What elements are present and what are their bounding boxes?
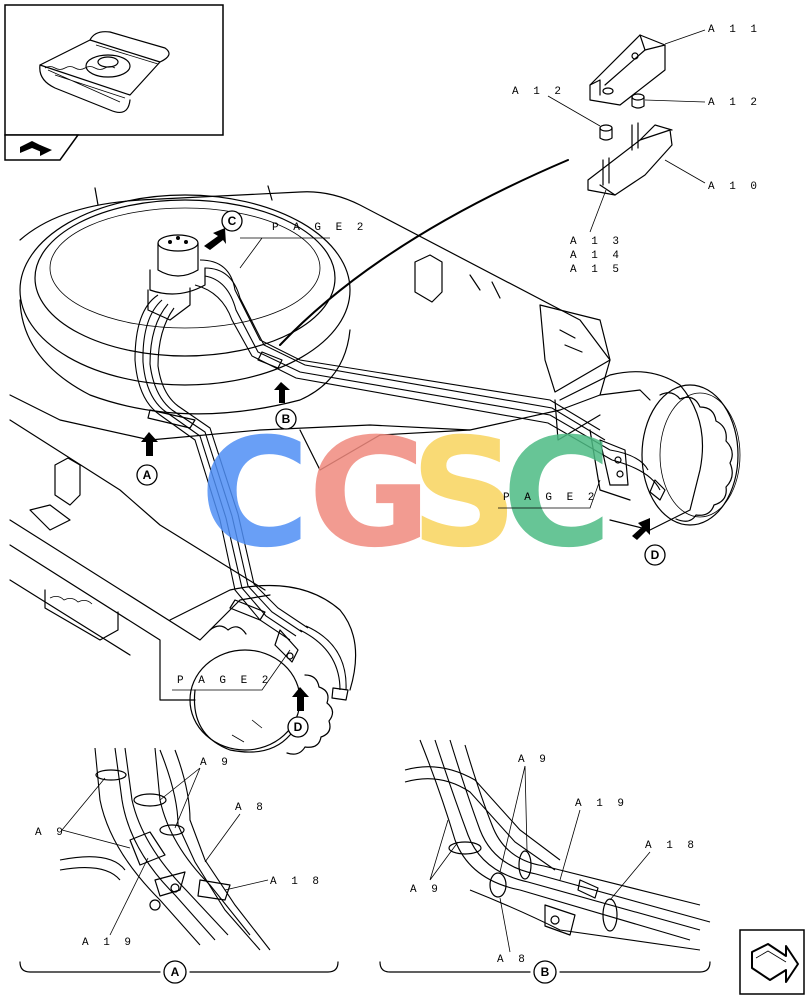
hose-tie-a8 (489, 872, 507, 898)
callout-a10[interactable]: A 1 0 (664, 159, 761, 193)
page-ref-right[interactable]: P A G E 2 (498, 479, 601, 509)
callout-a13-a15[interactable]: A 1 3 A 1 4 A 1 5 (570, 189, 623, 276)
watermark-letter-g: G (308, 407, 431, 581)
watermark-letter-s: S (410, 407, 518, 581)
hose-tie-a19 (129, 831, 166, 866)
detail-bracket-a[interactable]: A (19, 960, 339, 984)
clamp-bracket (544, 904, 576, 936)
svg-text:A 8: A 8 (235, 802, 267, 814)
svg-text:A 1 2: A 1 2 (512, 86, 565, 98)
cgsc-watermark: C G S C (200, 407, 612, 581)
hose-tie-a18 (197, 879, 231, 901)
svg-text:A: A (143, 468, 152, 482)
detail-bracket-b[interactable]: B (379, 960, 711, 984)
hose-tie-a9 (133, 793, 167, 807)
overview-thumbnail[interactable] (4, 4, 224, 161)
svg-text:A 1 9: A 1 9 (575, 798, 628, 810)
svg-text:A 1 0: A 1 0 (708, 181, 761, 193)
hose-tie-a9 (95, 769, 127, 781)
callout-a12-left[interactable]: A 1 2 (512, 86, 601, 127)
hose-tie-a9 (159, 824, 185, 836)
svg-text:P A G E 2: P A G E 2 (503, 492, 598, 504)
watermark-letter-c2: C (502, 407, 612, 581)
svg-text:P A G E 2: P A G E 2 (272, 222, 367, 234)
svg-text:A 9: A 9 (518, 754, 550, 766)
guard-exploded-view (587, 34, 673, 196)
svg-text:A 8: A 8 (497, 954, 529, 966)
hose-clamp (257, 351, 283, 369)
view-marker-d-right[interactable]: D (632, 518, 666, 566)
svg-text:B: B (541, 965, 550, 979)
turntable-ring (19, 194, 351, 386)
hose-tie-a9 (518, 850, 532, 880)
hose-tie-a9 (448, 841, 482, 855)
detail-view-b (404, 739, 711, 951)
svg-text:D: D (294, 720, 303, 734)
part-a12-spacer-right (631, 93, 645, 109)
part-a12-spacer-left (599, 124, 613, 141)
svg-text:A 9: A 9 (200, 757, 232, 769)
view-marker-c[interactable]: C (204, 210, 243, 250)
svg-text:A 1 1: A 1 1 (708, 24, 761, 36)
callout-a11[interactable]: A 1 1 (664, 24, 761, 45)
hose-clamp (147, 409, 196, 429)
view-marker-a[interactable]: A (136, 432, 158, 486)
svg-text:B: B (282, 412, 291, 426)
callout-a12-right[interactable]: A 1 2 (644, 97, 761, 109)
view-marker-b[interactable]: B (274, 382, 297, 430)
callout-detail-a[interactable]: A 9 A 9 A 8 A 1 8 A 1 9 (35, 757, 323, 949)
svg-text:P A G E 2: P A G E 2 (177, 675, 272, 687)
hose-bundle-right (194, 259, 666, 501)
svg-text:A 1 8: A 1 8 (270, 876, 323, 888)
hose-tie-a18 (602, 898, 618, 932)
svg-text:A 1 5: A 1 5 (570, 264, 623, 276)
svg-text:A 1 4: A 1 4 (570, 250, 623, 262)
svg-text:A 1 8: A 1 8 (645, 840, 698, 852)
svg-text:A 9: A 9 (35, 827, 67, 839)
page-ref-left[interactable]: P A G E 2 (172, 649, 291, 691)
clamp-bracket (154, 871, 186, 897)
next-page-arrow-icon (751, 943, 799, 983)
part-a11-bracket (589, 34, 666, 106)
watermark-letter-c1: C (200, 407, 310, 581)
svg-text:C: C (228, 214, 237, 228)
page-ref-top[interactable]: P A G E 2 (239, 222, 367, 269)
svg-text:A 1 3: A 1 3 (570, 236, 623, 248)
view-marker-d-left[interactable]: D (287, 687, 309, 738)
svg-text:D: D (651, 548, 660, 562)
next-page-button[interactable] (739, 929, 805, 995)
undercarriage-assembly (9, 159, 741, 755)
swivel-joint (147, 234, 206, 321)
callout-detail-b[interactable]: A 9 A 9 A 1 9 A 1 8 A 8 (410, 754, 698, 966)
hose-clamp (229, 599, 266, 621)
guard-leader-line (279, 159, 569, 346)
detail-view-a (59, 747, 271, 951)
travel-motor-right (559, 371, 741, 531)
svg-text:A 9: A 9 (410, 884, 442, 896)
undercarriage-thumbnail-icon (39, 31, 170, 113)
book-arrow-icon (20, 141, 52, 156)
svg-text:A 1 2: A 1 2 (708, 97, 761, 109)
hose-tie-a19 (577, 879, 599, 899)
svg-text:A: A (171, 965, 180, 979)
part-a10-bracket (587, 122, 673, 196)
svg-text:A 1 9: A 1 9 (82, 937, 135, 949)
